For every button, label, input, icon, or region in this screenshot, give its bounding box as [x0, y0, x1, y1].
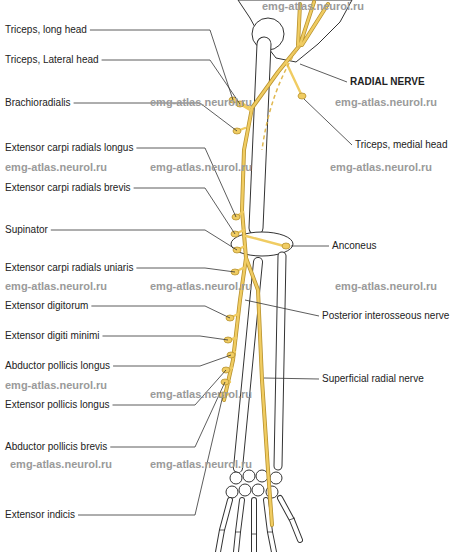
watermark: emg-atlas.neurol.ru	[150, 458, 252, 471]
watermark: emg-atlas.neurol.ru	[150, 280, 252, 293]
watermark: emg-atlas.neurol.ru	[150, 96, 252, 109]
muscle-label: Extensor indicis	[5, 509, 75, 521]
nerve-label: RADIAL NERVE	[350, 76, 425, 88]
watermark: emg-atlas.neurol.ru	[5, 161, 107, 174]
leader-line	[300, 64, 347, 82]
muscle-label: Extensor digiti minimi	[5, 330, 99, 342]
leader-line	[264, 378, 319, 379]
muscle-label: Abductor pollicis longus	[5, 360, 110, 372]
muscle-label: Extensor digitorum	[5, 300, 88, 312]
leader-line	[291, 246, 329, 247]
watermark: emg-atlas.neurol.ru	[262, 0, 364, 13]
leader-line	[136, 268, 235, 272]
muscle-label: Brachioradialis	[5, 97, 71, 109]
leader-line	[102, 336, 228, 340]
watermark: emg-atlas.neurol.ru	[5, 379, 107, 392]
nerve-label: Superficial radial nerve	[322, 373, 424, 385]
leader-line	[51, 230, 237, 250]
watermark: emg-atlas.neurol.ru	[150, 161, 252, 174]
muscle-label: Extensor carpi radials brevis	[5, 182, 131, 194]
muscle-label: Extensor pollicis longus	[5, 399, 110, 411]
watermark: emg-atlas.neurol.ru	[150, 388, 252, 401]
watermark: emg-atlas.neurol.ru	[330, 161, 432, 174]
muscle-label: Abductor pollicis brevis	[5, 441, 107, 453]
watermark: emg-atlas.neurol.ru	[5, 280, 107, 293]
leader-line	[136, 148, 236, 217]
leader-line	[245, 300, 319, 316]
nerve-label: Triceps, medial head	[355, 139, 447, 151]
leader-line	[91, 306, 230, 318]
muscle-label: Extensor carpi radials longus	[5, 142, 133, 154]
muscle-label: Triceps, Lateral head	[5, 54, 99, 66]
watermark: emg-atlas.neurol.ru	[335, 280, 437, 293]
nerve-label: Posterior interosseous nerve	[322, 310, 449, 322]
muscle-label: Extensor carpi radials uniaris	[5, 262, 133, 274]
nerve-label: Anconeus	[332, 240, 376, 252]
watermark: emg-atlas.neurol.ru	[10, 458, 112, 471]
leader-line	[113, 355, 231, 366]
watermark: emg-atlas.neurol.ru	[335, 96, 437, 109]
muscle-label: Triceps, long head	[5, 24, 87, 36]
muscle-label: Supinator	[5, 224, 48, 236]
leader-line	[90, 30, 233, 100]
leader-line	[134, 188, 235, 234]
leader-line	[78, 395, 223, 515]
